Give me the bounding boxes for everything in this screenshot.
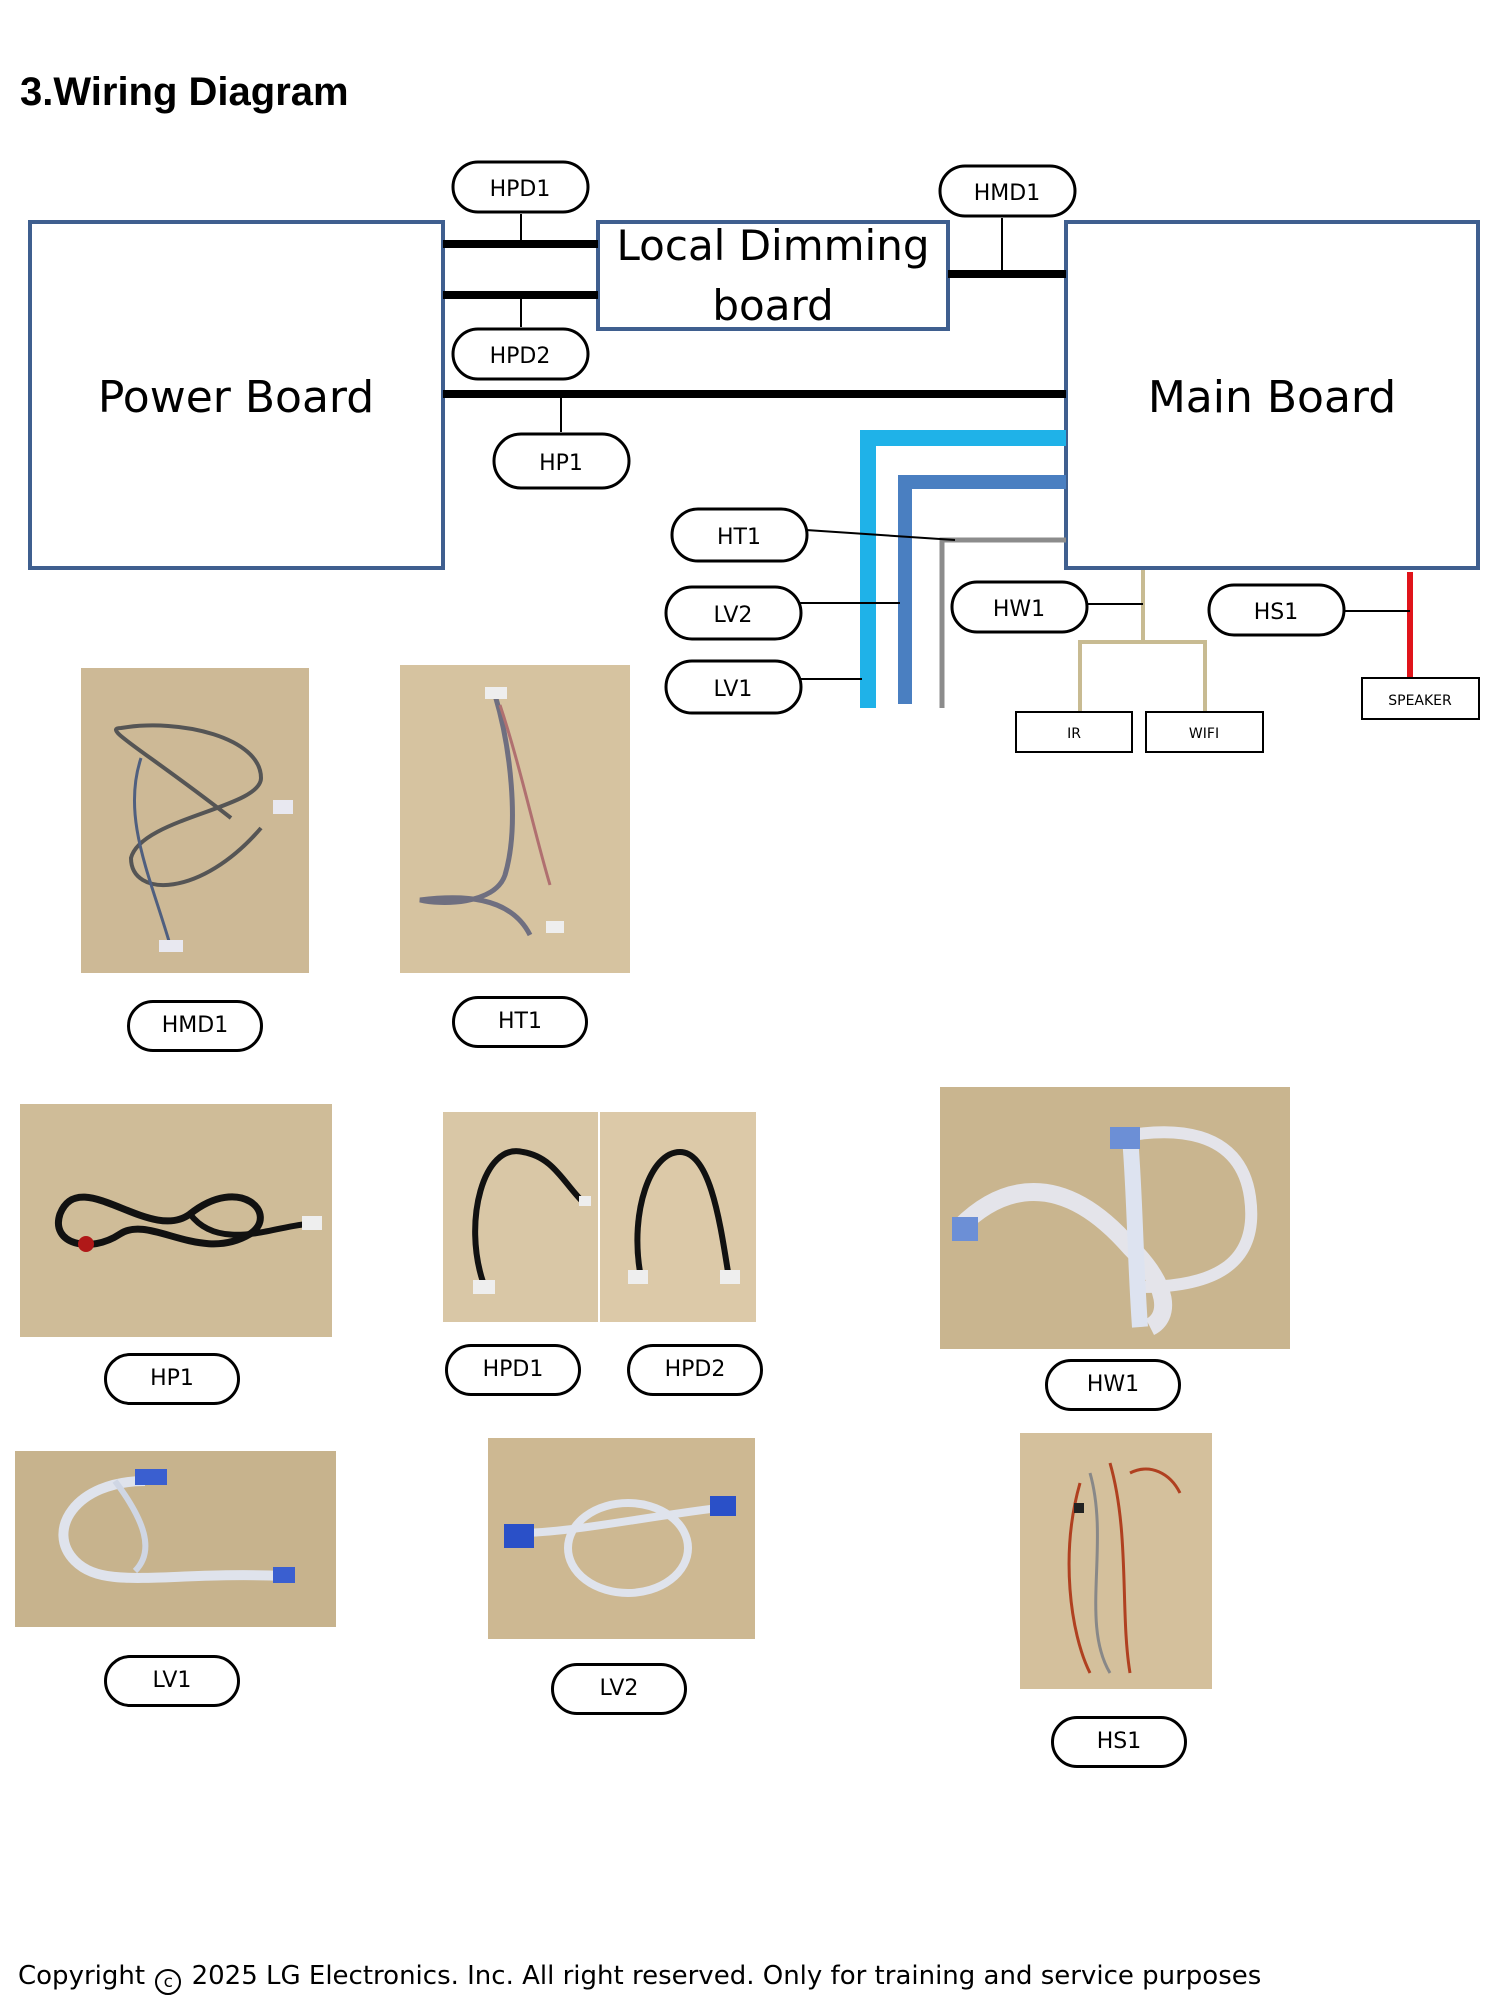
svg-text:HW1: HW1 bbox=[993, 597, 1045, 622]
connector-hs1: HS1 bbox=[1207, 583, 1346, 637]
photo-label-lv2: LV2 bbox=[551, 1663, 687, 1715]
power-board-label: Power Board bbox=[98, 372, 374, 423]
photo-label-hpd1: HPD1 bbox=[445, 1344, 581, 1396]
local-dimming-board-box bbox=[596, 220, 950, 331]
photo-label-hpd2: HPD2 bbox=[627, 1344, 763, 1396]
connector-ht1: HT1 bbox=[670, 507, 809, 563]
copyright-text: 2025 LG Electronics. Inc. All right rese… bbox=[191, 1961, 1262, 1991]
svg-text:HT1: HT1 bbox=[717, 525, 761, 550]
main-board-box bbox=[1064, 220, 1480, 570]
hpd1-cable-photo bbox=[443, 1112, 598, 1322]
connector-hpd1: HPD1 bbox=[451, 160, 590, 214]
svg-text:HPD2: HPD2 bbox=[490, 344, 551, 369]
svg-text:HMD1: HMD1 bbox=[974, 181, 1040, 206]
wifi-module-label: WIFI bbox=[1189, 726, 1219, 742]
photo-label-hmd1: HMD1 bbox=[127, 1000, 263, 1052]
svg-text:LV1: LV1 bbox=[714, 677, 753, 702]
connector-hp1: HP1 bbox=[492, 432, 631, 490]
connector-hw1: HW1 bbox=[950, 580, 1089, 634]
lv2-wire bbox=[898, 475, 1066, 704]
photo-label-hs1: HS1 bbox=[1051, 1716, 1187, 1768]
hs1-cable-photo bbox=[1020, 1433, 1212, 1689]
lv2-cable-photo bbox=[488, 1438, 755, 1639]
connector-hmd1: HMD1 bbox=[938, 164, 1077, 218]
svg-text:HPD1: HPD1 bbox=[490, 177, 551, 202]
local-dimming-label-line1: Local Dimming bbox=[617, 221, 930, 270]
svg-text:HP1: HP1 bbox=[539, 451, 583, 476]
copyright-symbol: c bbox=[155, 1969, 182, 1995]
speaker-module-label: SPEAKER bbox=[1388, 693, 1452, 709]
connector-lv1: LV1 bbox=[664, 659, 803, 715]
connector-lv2: LV2 bbox=[664, 585, 803, 641]
wifi-module-box bbox=[1145, 711, 1264, 753]
page-title: 3.Wiring Diagram bbox=[20, 70, 349, 114]
lv1-cable-photo bbox=[15, 1451, 336, 1627]
local-dimming-label-line2: board bbox=[712, 281, 833, 330]
photo-label-hp1: HP1 bbox=[104, 1353, 240, 1405]
ir-module-box bbox=[1015, 711, 1133, 753]
photo-label-hw1: HW1 bbox=[1045, 1359, 1181, 1411]
copyright-prefix: Copyright bbox=[18, 1961, 146, 1991]
speaker-module-box bbox=[1361, 677, 1480, 720]
hmd1-cable-photo bbox=[81, 668, 309, 973]
svg-text:HS1: HS1 bbox=[1254, 600, 1299, 625]
ir-module-label: IR bbox=[1067, 726, 1081, 742]
connector-hpd2: HPD2 bbox=[451, 327, 590, 381]
photo-label-ht1: HT1 bbox=[452, 996, 588, 1048]
photo-label-lv1: LV1 bbox=[104, 1655, 240, 1707]
hp1-cable-photo bbox=[20, 1104, 332, 1337]
lv1-wire bbox=[860, 430, 1066, 708]
ht1-cable-photo bbox=[400, 665, 630, 973]
svg-text:LV2: LV2 bbox=[714, 603, 753, 628]
main-board-label: Main Board bbox=[1148, 372, 1396, 423]
hw1-cable-photo bbox=[940, 1087, 1290, 1349]
hpd2-cable-photo bbox=[600, 1112, 756, 1322]
power-board-box bbox=[28, 220, 445, 570]
wiring-diagram: Power Board Local Dimming board Main Boa… bbox=[28, 160, 1480, 753]
copyright-footer: Copyright c 2025 LG Electronics. Inc. Al… bbox=[18, 1958, 1261, 1995]
